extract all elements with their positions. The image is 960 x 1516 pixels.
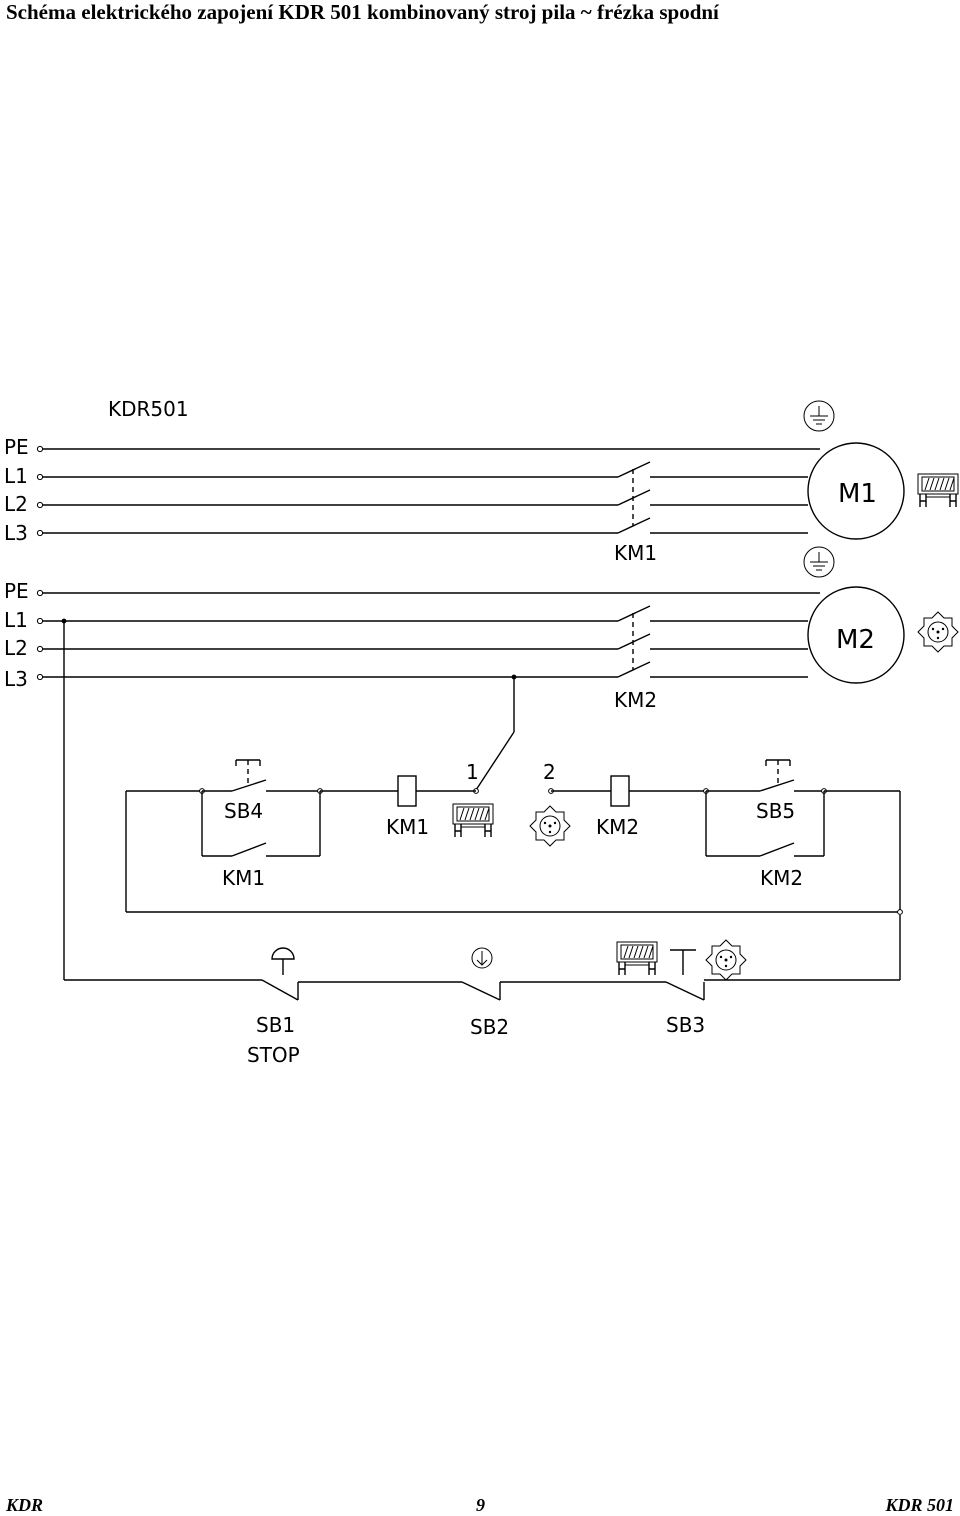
router-cutter-icon xyxy=(917,611,959,653)
supply2-l2-label: L2 xyxy=(4,636,28,660)
supply1-l1-label: L1 xyxy=(4,464,28,488)
page-number: 9 xyxy=(476,1495,485,1515)
ground-icon xyxy=(803,546,835,578)
km2-holding-contact xyxy=(705,791,825,857)
motor-m1-label: M1 xyxy=(838,479,877,509)
km2-holding-label: KM2 xyxy=(760,866,803,890)
supply2-lines xyxy=(43,592,820,678)
selector-pos-1-label: 1 xyxy=(466,760,479,784)
km1-holding-label: KM1 xyxy=(222,866,265,890)
supply1-pe-label: PE xyxy=(4,435,29,459)
supply2-l1-label: L1 xyxy=(4,608,28,632)
control-taps xyxy=(61,618,517,980)
supply1-l3-label: L3 xyxy=(4,521,28,545)
arrow-down-icon xyxy=(471,947,493,969)
motor-m2-label: M2 xyxy=(836,625,875,655)
supply2-terminals xyxy=(36,589,44,681)
page-title: Schéma elektrického zapojení KDR 501 kom… xyxy=(6,0,719,24)
router-cutter-icon xyxy=(529,805,571,847)
km2-coil xyxy=(610,775,630,807)
router-cutter-icon xyxy=(705,939,747,981)
km1-coil-label: KM1 xyxy=(386,815,429,839)
km2-coil-label: KM2 xyxy=(596,815,639,839)
saw-table-icon xyxy=(917,473,959,508)
emergency-stop-icon xyxy=(271,947,295,975)
supply2-l3-label: L3 xyxy=(4,667,28,691)
sb4-button-symbol xyxy=(235,759,261,783)
model-label: KDR501 xyxy=(108,397,189,421)
supply1-terminals xyxy=(36,445,44,537)
supply1-l2-label: L2 xyxy=(4,492,28,516)
sb1-stop-label: STOP xyxy=(247,1043,300,1067)
sb1-label: SB1 xyxy=(256,1013,295,1037)
footer-left: KDR xyxy=(6,1495,44,1515)
km2-main-contacts xyxy=(617,605,808,678)
supply2-pe-label: PE xyxy=(4,579,29,603)
saw-table-icon xyxy=(452,803,494,838)
selector-switch xyxy=(473,731,554,794)
sb5-button-symbol xyxy=(765,759,791,783)
sb4-label: SB4 xyxy=(224,799,263,823)
km1-holding-contact xyxy=(201,791,321,857)
sb2-label: SB2 xyxy=(470,1015,509,1039)
ground-icon xyxy=(803,400,835,432)
sb3-label: SB3 xyxy=(666,1013,705,1037)
motor-m2 xyxy=(807,586,905,684)
bottom-rung xyxy=(64,979,900,1001)
saw-table-icon xyxy=(616,941,658,976)
footer-right: KDR 501 xyxy=(885,1495,954,1515)
km2-contact-label: KM2 xyxy=(614,688,657,712)
km1-coil xyxy=(397,775,417,807)
km1-main-contacts xyxy=(617,461,808,534)
selector-pos-2-label: 2 xyxy=(543,760,556,784)
km1-contact-label: KM1 xyxy=(614,541,657,565)
sb5-label: SB5 xyxy=(756,799,795,823)
supply1-lines xyxy=(43,448,820,534)
motor-m1 xyxy=(807,442,905,540)
pushbutton-icon xyxy=(670,949,696,975)
